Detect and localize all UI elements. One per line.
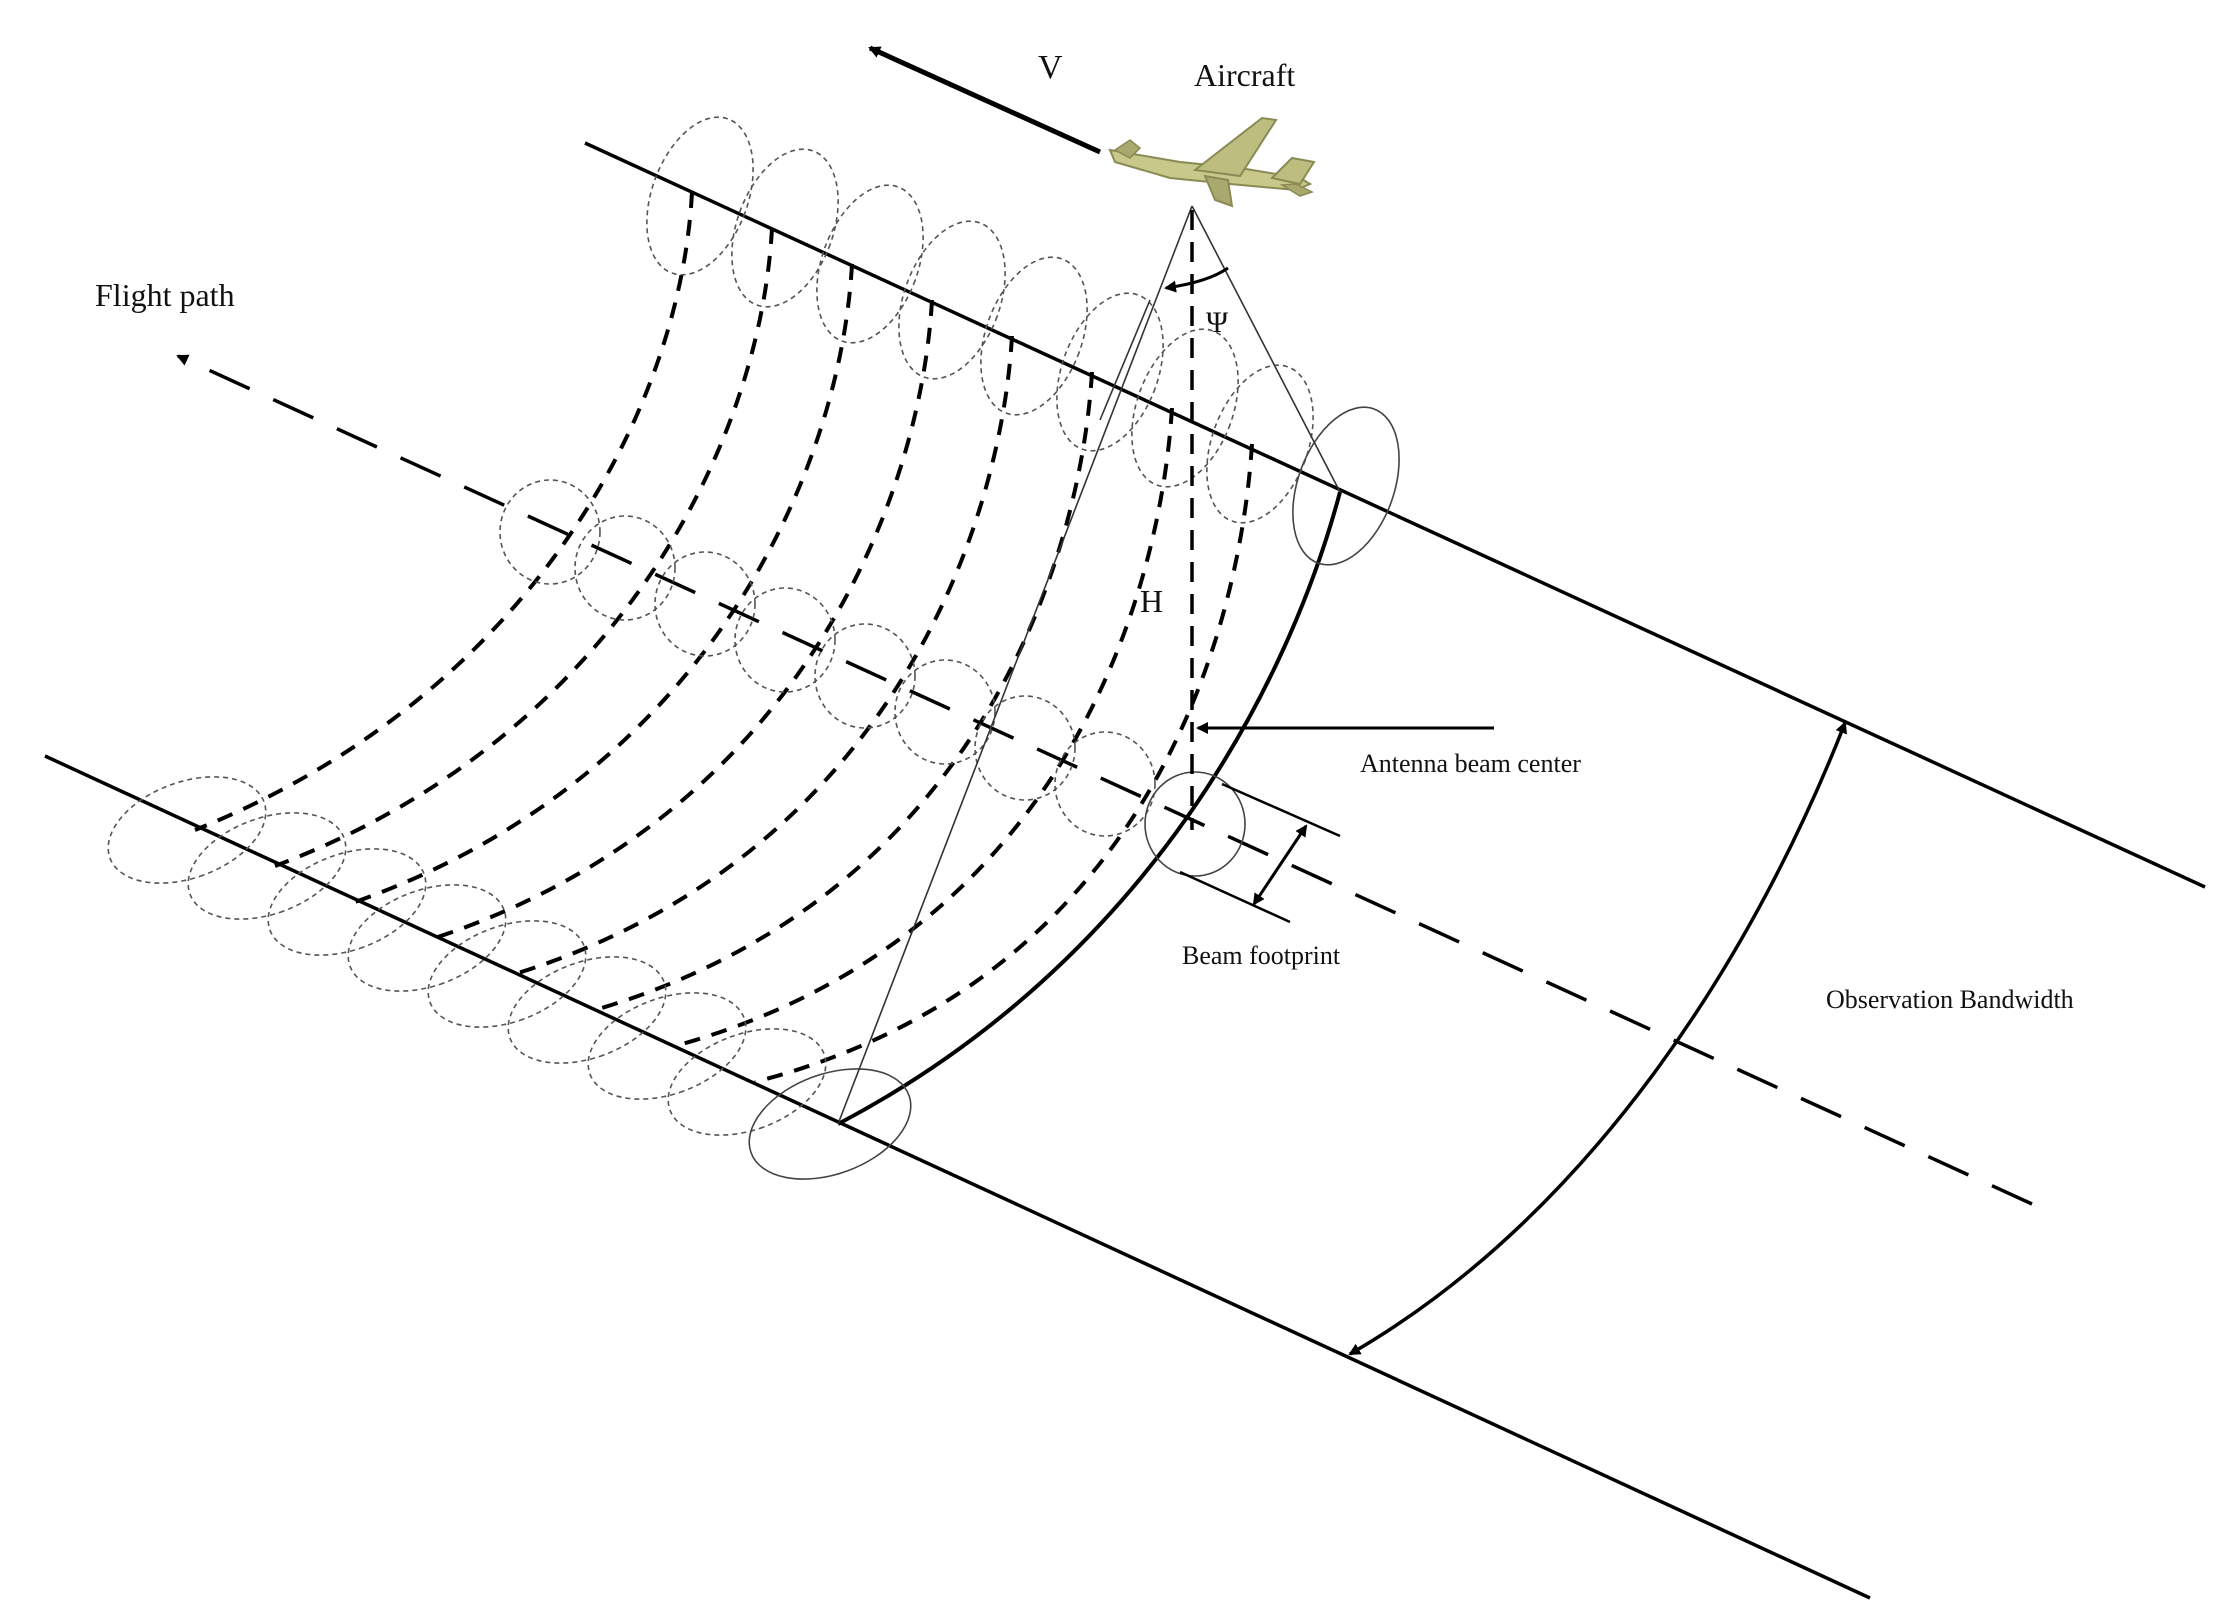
beam-edge-far [837,205,1193,1125]
velocity-arrow [868,45,1102,155]
swath-lower-boundary [44,754,1871,1600]
swath-upper-boundary [584,141,2206,889]
aircraft-label: Aircraft [1194,57,1295,93]
beam-edge-inner [1099,299,1151,421]
footprints-lower-row [107,776,912,1180]
beam-edge-near [1191,205,1341,493]
psi-label: Ψ [1206,306,1229,339]
antenna-beam-center-label: Antenna beam center [1360,749,1581,778]
swath-front-edge [837,491,1342,1126]
flight-path-line [176,354,2033,1206]
observation-bandwidth-arrow [1348,721,1847,1356]
velocity-label: V [1038,49,1063,86]
flight-path-label: Flight path [95,277,235,313]
psi-angle-arc [1164,266,1229,293]
height-label: H [1140,583,1163,619]
aircraft-icon [1108,116,1316,208]
beam-footprint-label: Beam footprint [1182,941,1341,970]
footprints-upper-row [646,116,1400,566]
beam-footprint-dimension [1179,782,1341,924]
observation-bandwidth-label: Observation Bandwidth [1826,985,2074,1014]
swath-strips [194,191,1254,1084]
footprints-middle-row [499,479,1246,877]
